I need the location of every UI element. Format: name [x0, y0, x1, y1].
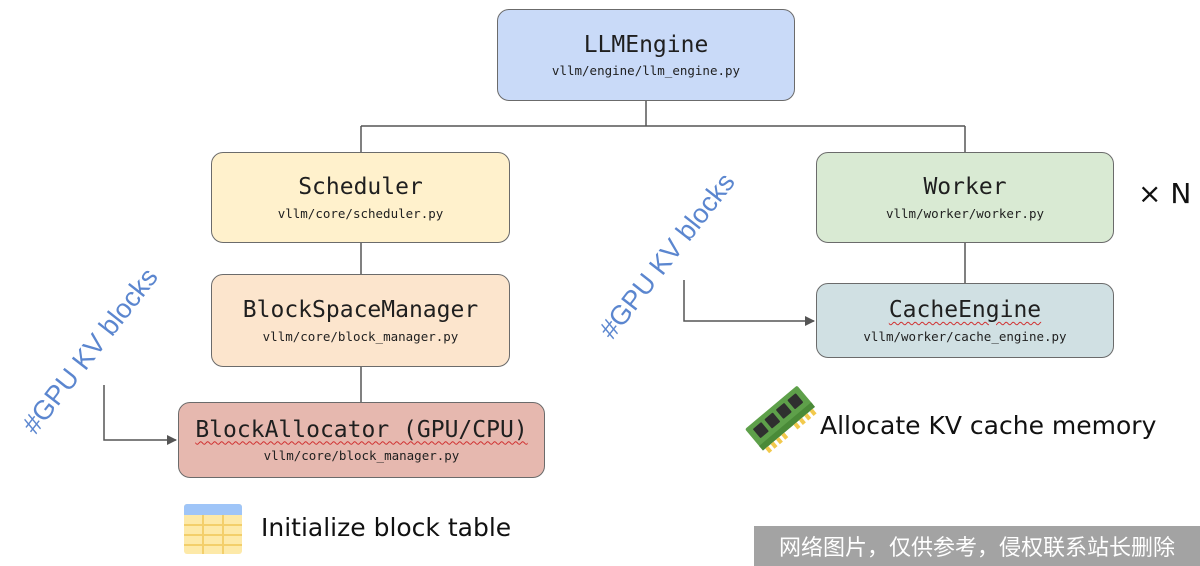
watermark-banner: 网络图片，仅供参考，侵权联系站长删除 [754, 526, 1200, 566]
llm-engine-path: vllm/engine/llm_engine.py [551, 63, 741, 79]
block-allocator-path: vllm/core/block_manager.py [263, 448, 460, 464]
scheduler-box: Scheduler vllm/core/scheduler.py [211, 152, 510, 243]
llm-engine-box: LLMEngine vllm/engine/llm_engine.py [497, 9, 795, 101]
memory-chip-icon [745, 386, 817, 454]
llm-engine-name: LLMEngine [583, 31, 709, 58]
block-space-manager-name: BlockSpaceManager [242, 297, 479, 324]
block-space-manager-path: vllm/core/block_manager.py [262, 328, 459, 344]
block-allocator-box: BlockAllocator (GPU/CPU) vllm/core/block… [178, 402, 545, 478]
worker-box: Worker vllm/worker/worker.py [816, 152, 1114, 243]
cache-engine-path: vllm/worker/cache_engine.py [863, 328, 1067, 344]
left-gpu-arrow [103, 385, 177, 445]
allocate-kv-cache-memory-caption: Allocate KV cache memory [820, 411, 1157, 440]
initialize-block-table-caption: Initialize block table [261, 513, 512, 542]
cache-engine-box: CacheEngine vllm/worker/cache_engine.py [816, 283, 1114, 358]
block-allocator-name: BlockAllocator (GPU/CPU) [195, 416, 528, 443]
right-gpu-arrow [683, 280, 815, 326]
table-icon [184, 504, 242, 554]
cache-engine-name: CacheEngine [888, 297, 1042, 324]
times-n-label: × N [1138, 177, 1192, 210]
worker-name: Worker [923, 174, 1007, 201]
scheduler-name: Scheduler [298, 174, 423, 201]
worker-path: vllm/worker/worker.py [885, 205, 1045, 221]
block-space-manager-box: BlockSpaceManager vllm/core/block_manage… [211, 274, 510, 367]
scheduler-path: vllm/core/scheduler.py [277, 205, 444, 221]
